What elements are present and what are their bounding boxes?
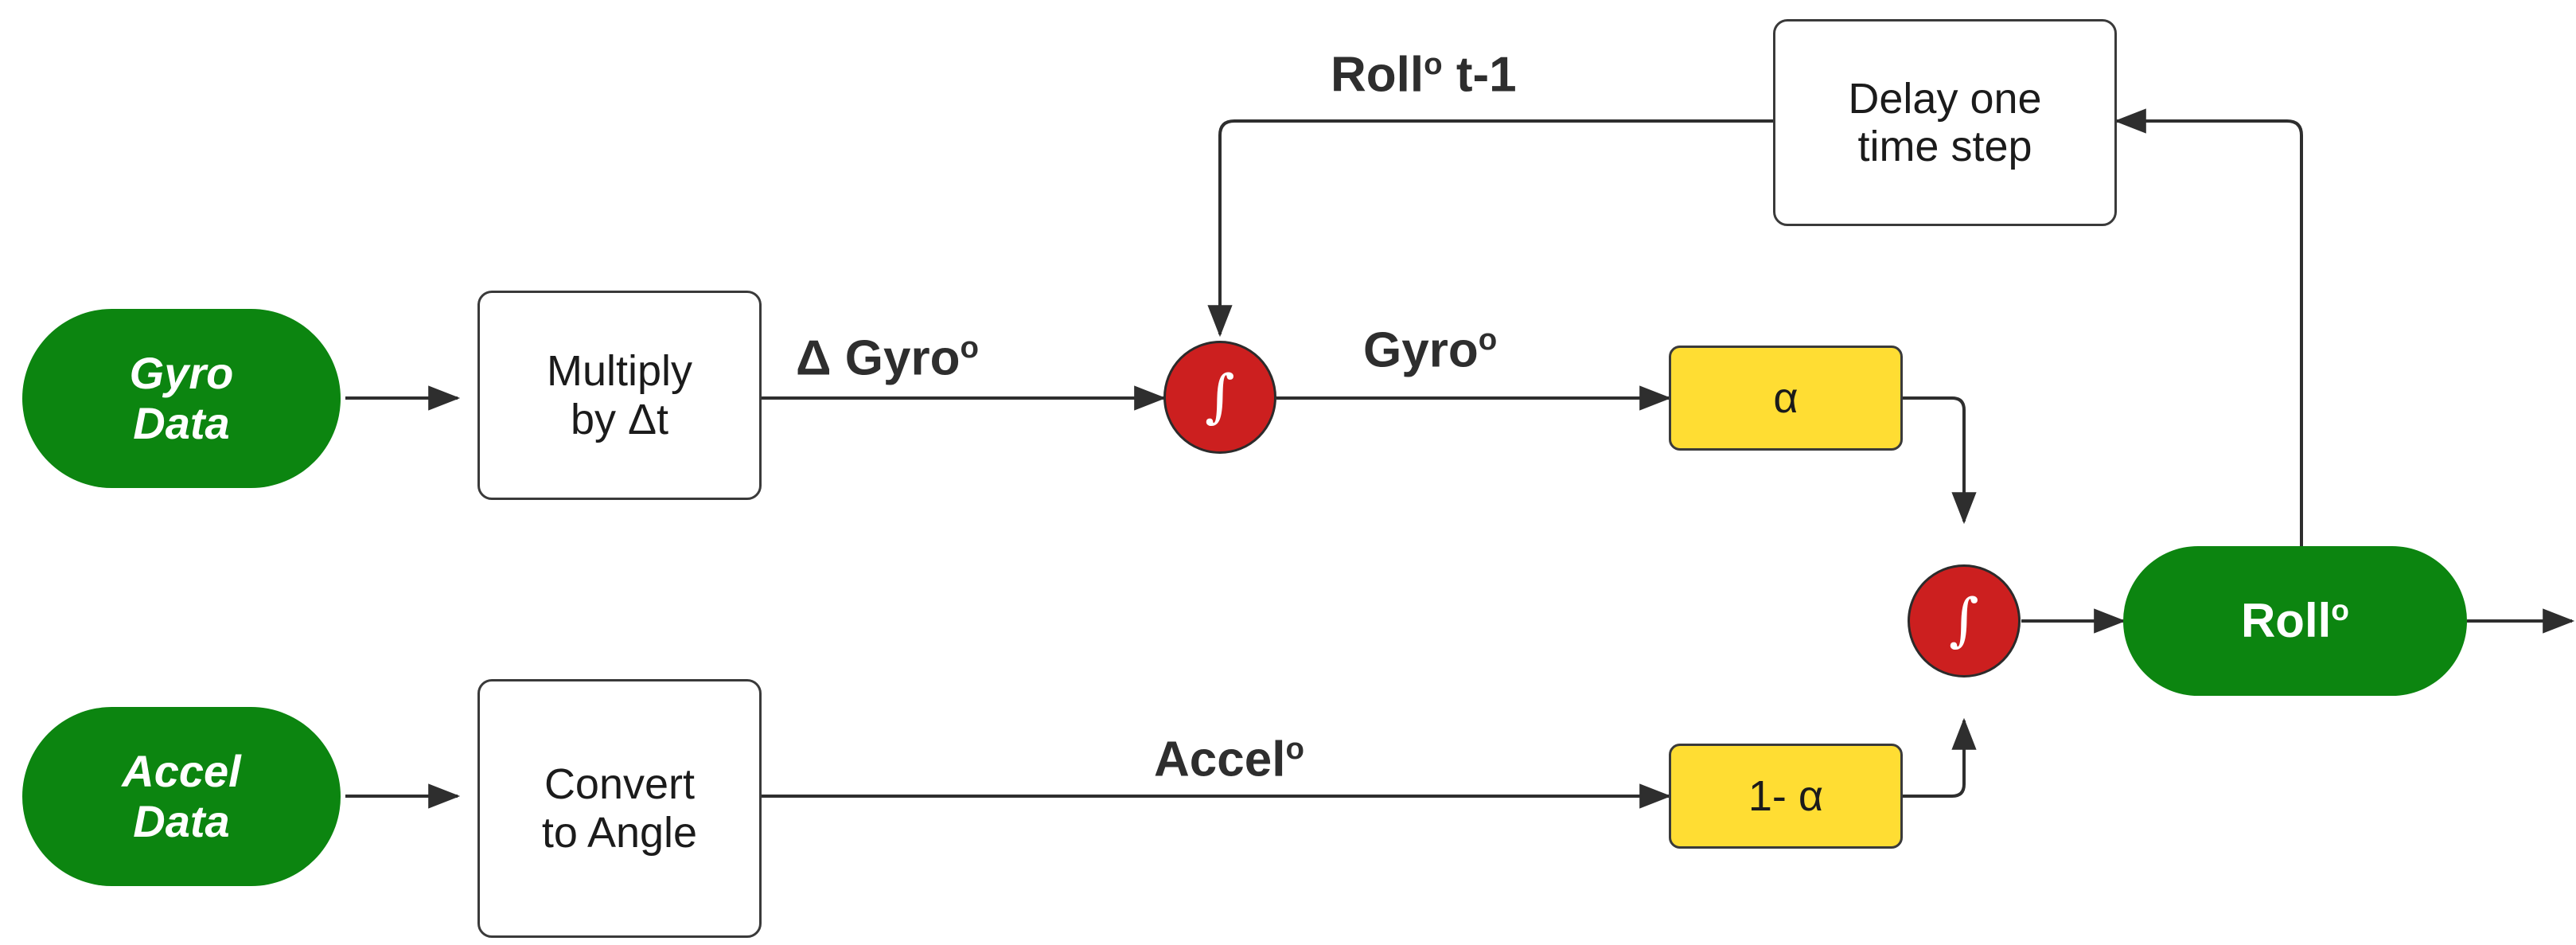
node-integrator-fuse[interactable]: ∫ (1908, 564, 2021, 678)
convert-line-2: to Angle (541, 808, 698, 857)
wire-oneminusalpha-to-fuse (1903, 717, 1977, 798)
accel-data-line-1: Accel (122, 745, 241, 796)
delay-line-1: Delay one (1848, 74, 2042, 123)
delay-line-2: time step (1857, 123, 2032, 170)
gyro-data-line-1: Gyro (129, 347, 234, 398)
node-integrator-gyro[interactable]: ∫ (1163, 341, 1276, 454)
wire-alpha-to-fuse (1903, 396, 1977, 525)
wire-roll-to-delay (2114, 108, 2303, 546)
node-convert-to-angle[interactable]: Convert to Angle (477, 679, 762, 938)
one-minus-alpha-label: 1- α (1748, 771, 1824, 820)
integral-icon: ∫ (1205, 361, 1235, 429)
node-accel-data[interactable]: Accel Data (22, 707, 341, 886)
convert-line-1: Convert (544, 760, 696, 809)
gyro-data-line-2: Data (133, 397, 230, 448)
roll-output-label: Rollo (2240, 593, 2350, 648)
node-gain-alpha[interactable]: α (1669, 346, 1903, 451)
alpha-label: α (1773, 373, 1799, 422)
wire-delay-to-integrator (1207, 119, 1773, 338)
edge-label-accel-deg: Accelo (1154, 732, 1304, 787)
multiply-line-2: by Δt (570, 395, 669, 443)
accel-data-line-2: Data (133, 795, 230, 846)
integral-icon: ∫ (1949, 585, 1979, 653)
node-gyro-data[interactable]: Gyro Data (22, 309, 341, 488)
edge-label-delta-gyro: Δ Gyroo (796, 330, 979, 386)
multiply-line-1: Multiply (546, 347, 693, 396)
edge-label-roll-previous: Rollo t-1 (1331, 47, 1517, 103)
node-roll-output[interactable]: Rollo (2123, 546, 2467, 696)
edge-label-gyro-deg: Gyroo (1363, 322, 1498, 378)
node-multiply-by-dt[interactable]: Multiply by Δt (477, 291, 762, 500)
node-gain-one-minus-alpha[interactable]: 1- α (1669, 744, 1903, 849)
node-delay-one-time-step[interactable]: Delay one time step (1773, 19, 2117, 226)
